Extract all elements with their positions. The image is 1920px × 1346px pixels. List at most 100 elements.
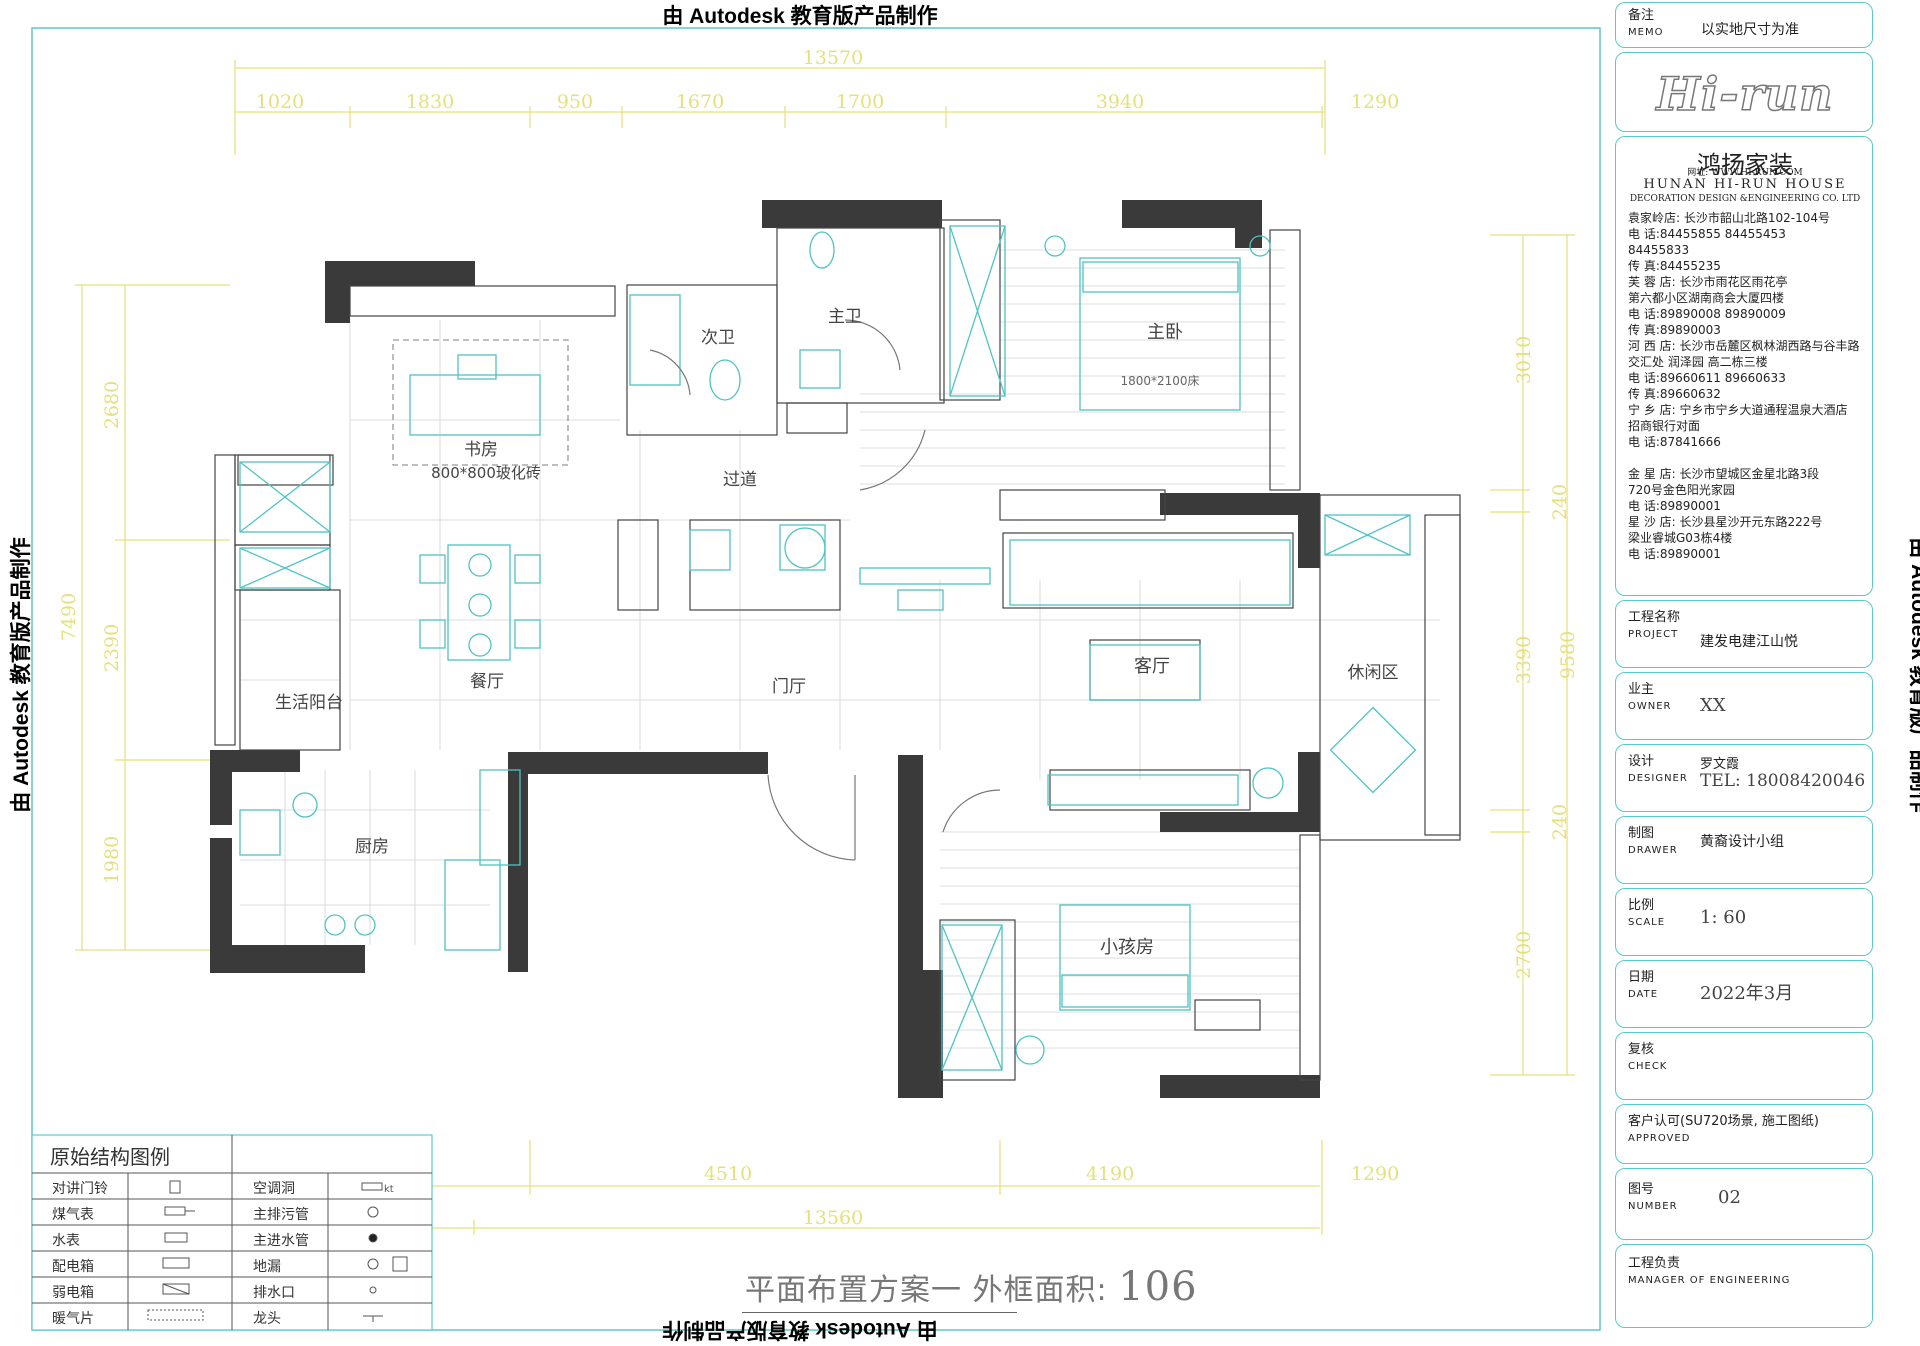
room-label-foyer: 门厅 — [772, 677, 806, 697]
store-line: 河 西 店: 长沙市岳麓区枫林湖西路与谷丰路 — [1628, 339, 1860, 353]
floor-tile-grid — [349, 320, 1440, 780]
floor-drain-square-icon — [392, 1256, 408, 1272]
date-key-en: DATE — [1628, 989, 1659, 1000]
ac-hole-icon — [361, 1182, 383, 1191]
store-line: 袁家岭店: 长沙市韶山北路102-104号 — [1628, 211, 1830, 225]
store-line: 交汇处 润泽园 高二栋三楼 — [1628, 355, 1768, 369]
logo-cell: Hi-run — [1615, 52, 1873, 132]
company-en-line2: DECORATION DESIGN &ENGINEERING CO. LTD — [1629, 194, 1861, 204]
store-line: 宁 乡 店: 宁乡市宁乡大道通程温泉大酒店 — [1628, 403, 1848, 417]
legend-label: 对讲门铃 — [52, 1181, 108, 1197]
plan-title-area: 106 — [1118, 1264, 1198, 1310]
sewage-pipe-icon — [367, 1206, 379, 1218]
left-dimension-chain — [75, 284, 230, 951]
store-line: 电 话:89890001 — [1628, 547, 1721, 561]
dim-top-seg: 1670 — [676, 91, 724, 113]
room-label-corridor: 过道 — [723, 470, 757, 490]
drawing-frame — [31, 27, 1601, 1331]
date-key: 日期 — [1628, 970, 1655, 985]
manager-key-en: MANAGER OF ENGINEERING — [1628, 1275, 1791, 1286]
project-key: 工程名称 — [1628, 610, 1681, 625]
right-dimension-chain — [1490, 234, 1575, 1076]
date-value: 2022年3月 — [1700, 983, 1794, 1004]
watermark-left: 由 Autodesk 教育版产品制作 — [10, 537, 33, 813]
legend-label: 水表 — [52, 1233, 80, 1249]
dim-top-seg: 950 — [557, 91, 593, 113]
owner-key-en: OWNER — [1628, 701, 1672, 712]
dim-right-seg: 3390 — [1513, 636, 1535, 684]
plan-title-text: 平面布置方案一 外框面积: — [745, 1273, 1108, 1308]
memo-value: 以实地尺寸为准 — [1701, 22, 1799, 38]
designer-tel: TEL: 18008420046 — [1700, 771, 1866, 791]
scale-key: 比例 — [1628, 898, 1655, 913]
legend-label: 暖气片 — [52, 1311, 94, 1327]
legend-table: 原始结构图例 对讲门铃 煤气表 水表 配电箱 弱电箱 暖气片 空调洞 主排污管 … — [31, 1134, 433, 1331]
plan-title: 平面布置方案一 外框面积: 106 — [745, 1264, 1198, 1310]
date-cell: 日期 DATE 2022年3月 — [1615, 960, 1873, 1028]
store-line: 星 沙 店: 长沙县星沙开元东路222号 — [1628, 515, 1823, 529]
floor-drain-icon — [367, 1258, 379, 1270]
designer-key: 设计 — [1628, 754, 1655, 769]
power-box-icon — [162, 1257, 190, 1269]
legend-label: 排水口 — [253, 1285, 295, 1301]
walls — [210, 200, 1320, 1098]
watermark-right: 由 Autodesk 教育版产品制作 — [1907, 537, 1920, 813]
gas-meter-icon — [164, 1206, 195, 1216]
watermark-bottom: 由 Autodesk 教育版产品制作 — [662, 1318, 938, 1341]
kitchen-tile-grid — [240, 619, 490, 945]
legend-title: 原始结构图例 — [50, 1145, 170, 1169]
approved-cell: 客户认可(SU720场景, 施工图纸)APPROVED — [1615, 1104, 1873, 1164]
watermark-top: 由 Autodesk 教育版产品制作 — [662, 5, 938, 28]
outer-wall-lines — [214, 219, 1461, 1081]
radiator-icon — [147, 1309, 204, 1321]
store-line: 第六都小区湖南商会大厦四楼 — [1628, 291, 1785, 305]
legend-kt-label: kt — [384, 1184, 394, 1195]
approved-key-en: APPROVED — [1628, 1133, 1691, 1144]
room-label-guest-bath: 次卫 — [701, 328, 735, 348]
memo-key: 备注 — [1628, 8, 1655, 23]
store-line: 电 话:84455855 84455453 — [1628, 227, 1786, 241]
dim-top-seg: 1020 — [256, 91, 304, 113]
store-line: 电 话:89660611 89660633 — [1628, 371, 1786, 385]
drawer-value: 黄裔设计小组 — [1700, 834, 1784, 850]
scale-value: 1: 60 — [1700, 907, 1747, 928]
number-value: 02 — [1718, 1187, 1741, 1208]
dim-bottom-seg: 1290 — [1351, 1163, 1399, 1185]
company-en-line1: HUNAN HI-RUN HOUSE — [1643, 177, 1847, 192]
company-logo: Hi-run — [1656, 66, 1834, 122]
legend-label: 主排污管 — [253, 1207, 309, 1223]
top-dimension-chain — [234, 60, 1326, 155]
store-line: 梁业睿城G03栋4楼 — [1628, 531, 1733, 545]
store-line: 720号金色阳光家园 — [1628, 483, 1735, 497]
check-key: 复核 — [1628, 1042, 1655, 1057]
weak-current-box-icon — [162, 1283, 190, 1295]
room-note-study-tile: 800*800玻化砖 — [431, 464, 541, 482]
store-line: 电 话:89890001 — [1628, 499, 1721, 513]
legend-label: 地漏 — [253, 1259, 281, 1275]
memo-key-en: MEMO — [1628, 27, 1664, 38]
legend-label: 弱电箱 — [52, 1285, 94, 1301]
check-key-en: CHECK — [1628, 1061, 1668, 1072]
dim-bottom-seg: 4190 — [1086, 1163, 1134, 1185]
furniture — [239, 225, 1417, 1071]
company-cell: 鸿扬家装 网址: WWW.HI-RUN.COM HUNAN HI-RUN HOU… — [1615, 136, 1873, 596]
company-web: 网址: WWW.HI-RUN.COM — [1687, 168, 1803, 178]
room-label-master-bath: 主卫 — [828, 307, 862, 327]
dim-top-seg: 3940 — [1096, 91, 1144, 113]
plan-title-underline — [742, 1312, 1017, 1313]
door-swings — [649, 319, 1001, 861]
designer-name: 罗文霞 — [1700, 757, 1740, 772]
dim-left-seg: 2390 — [101, 624, 123, 672]
dim-top-seg: 1290 — [1351, 91, 1399, 113]
number-key: 图号 — [1628, 1182, 1655, 1197]
water-inlet-icon — [368, 1233, 378, 1243]
dim-left-seg: 2680 — [101, 381, 123, 429]
project-value: 建发电建江山悦 — [1700, 634, 1798, 650]
